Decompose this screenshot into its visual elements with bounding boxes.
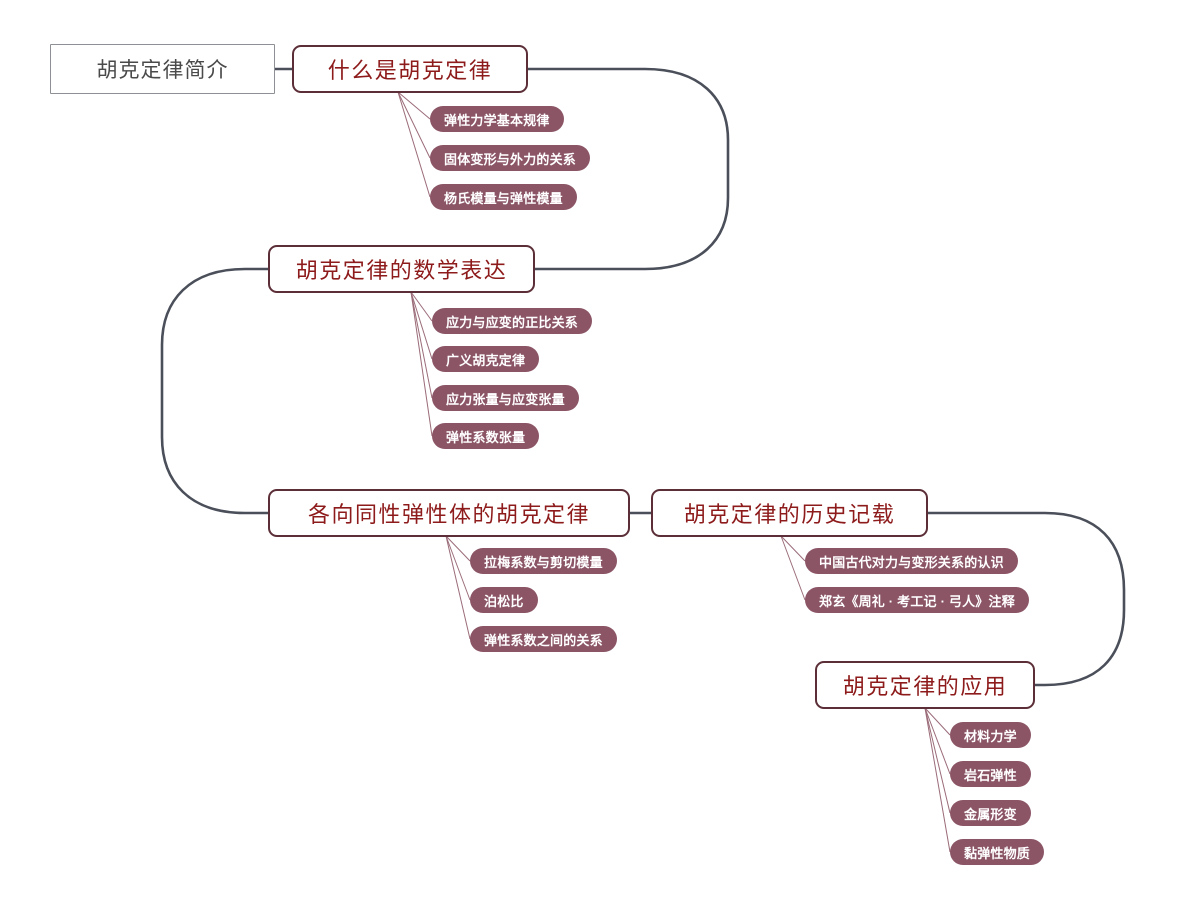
leaf-node-3-2[interactable]: 泊松比 xyxy=(470,587,538,613)
branch-node-2[interactable]: 胡克定律的数学表达 xyxy=(268,245,535,293)
leaf-node-3-3-label: 弹性系数之间的关系 xyxy=(484,632,603,648)
leaf-node-2-2[interactable]: 广义胡克定律 xyxy=(432,346,540,372)
leaf-node-3-1-label: 拉梅系数与剪切模量 xyxy=(484,554,603,570)
branch-node-1-label: 什么是胡克定律 xyxy=(327,58,493,83)
leaf-node-1-3-label: 杨氏模量与弹性模量 xyxy=(444,190,563,206)
root-node[interactable]: 胡克定律简介 xyxy=(50,44,275,94)
leaf-node-2-4[interactable]: 弹性系数张量 xyxy=(432,423,540,449)
leader-lines-branch3 xyxy=(445,535,471,640)
leader-lines-branch4 xyxy=(780,535,806,601)
leaf-node-5-3[interactable]: 金属形变 xyxy=(950,800,1031,826)
leaf-node-1-2[interactable]: 固体变形与外力的关系 xyxy=(430,145,591,171)
leaf-node-2-1-label: 应力与应变的正比关系 xyxy=(446,314,579,330)
branch-node-4-label: 胡克定律的历史记载 xyxy=(683,502,896,527)
leaf-node-2-2-label: 广义胡克定律 xyxy=(446,352,526,368)
leaf-node-5-4[interactable]: 黏弹性物质 xyxy=(950,839,1045,865)
leaf-node-3-3[interactable]: 弹性系数之间的关系 xyxy=(470,626,617,652)
leaf-node-1-1[interactable]: 弹性力学基本规律 xyxy=(430,106,564,132)
branch-node-2-label: 胡克定律的数学表达 xyxy=(295,258,508,283)
leaf-node-2-4-label: 弹性系数张量 xyxy=(446,429,526,445)
leaf-node-5-4-label: 黏弹性物质 xyxy=(964,845,1031,861)
leaf-node-1-2-label: 固体变形与外力的关系 xyxy=(444,151,577,167)
root-node-label: 胡克定律简介 xyxy=(96,59,229,82)
branch-node-3-label: 各向同性弹性体的胡克定律 xyxy=(307,502,590,527)
leaf-node-2-3-label: 应力张量与应变张量 xyxy=(446,391,565,407)
leaf-node-1-1-label: 弹性力学基本规律 xyxy=(444,112,550,128)
leaf-node-3-2-label: 泊松比 xyxy=(484,593,524,609)
leaf-node-2-1[interactable]: 应力与应变的正比关系 xyxy=(432,308,593,334)
leaf-node-4-1-label: 中国古代对力与变形关系的认识 xyxy=(819,554,1004,570)
branch-node-5[interactable]: 胡克定律的应用 xyxy=(815,661,1035,709)
branch-node-1[interactable]: 什么是胡克定律 xyxy=(292,45,528,93)
leaf-node-5-2[interactable]: 岩石弹性 xyxy=(950,761,1031,787)
leader-lines-branch2 xyxy=(410,291,433,437)
leader-lines-branch1 xyxy=(397,91,431,198)
branch-node-4[interactable]: 胡克定律的历史记载 xyxy=(651,489,928,537)
leaf-node-5-3-label: 金属形变 xyxy=(964,806,1017,822)
leaf-node-3-1[interactable]: 拉梅系数与剪切模量 xyxy=(470,548,617,574)
branch-node-3[interactable]: 各向同性弹性体的胡克定律 xyxy=(268,489,630,537)
leaf-node-4-2[interactable]: 郑玄《周礼 · 考工记 · 弓人》注释 xyxy=(805,587,1029,613)
leaf-node-1-3[interactable]: 杨氏模量与弹性模量 xyxy=(430,184,577,210)
connector-branch2-to-branch3 xyxy=(160,267,270,515)
leaf-node-5-2-label: 岩石弹性 xyxy=(964,767,1017,783)
leaf-node-4-1[interactable]: 中国古代对力与变形关系的认识 xyxy=(805,548,1018,574)
leaf-node-5-1-label: 材料力学 xyxy=(964,728,1017,744)
leaf-node-2-3[interactable]: 应力张量与应变张量 xyxy=(432,385,579,411)
leader-lines-branch5 xyxy=(924,707,951,853)
leaf-node-5-1[interactable]: 材料力学 xyxy=(950,722,1031,748)
leaf-node-4-2-label: 郑玄《周礼 · 考工记 · 弓人》注释 xyxy=(819,593,1015,609)
branch-node-5-label: 胡克定律的应用 xyxy=(842,674,1008,699)
